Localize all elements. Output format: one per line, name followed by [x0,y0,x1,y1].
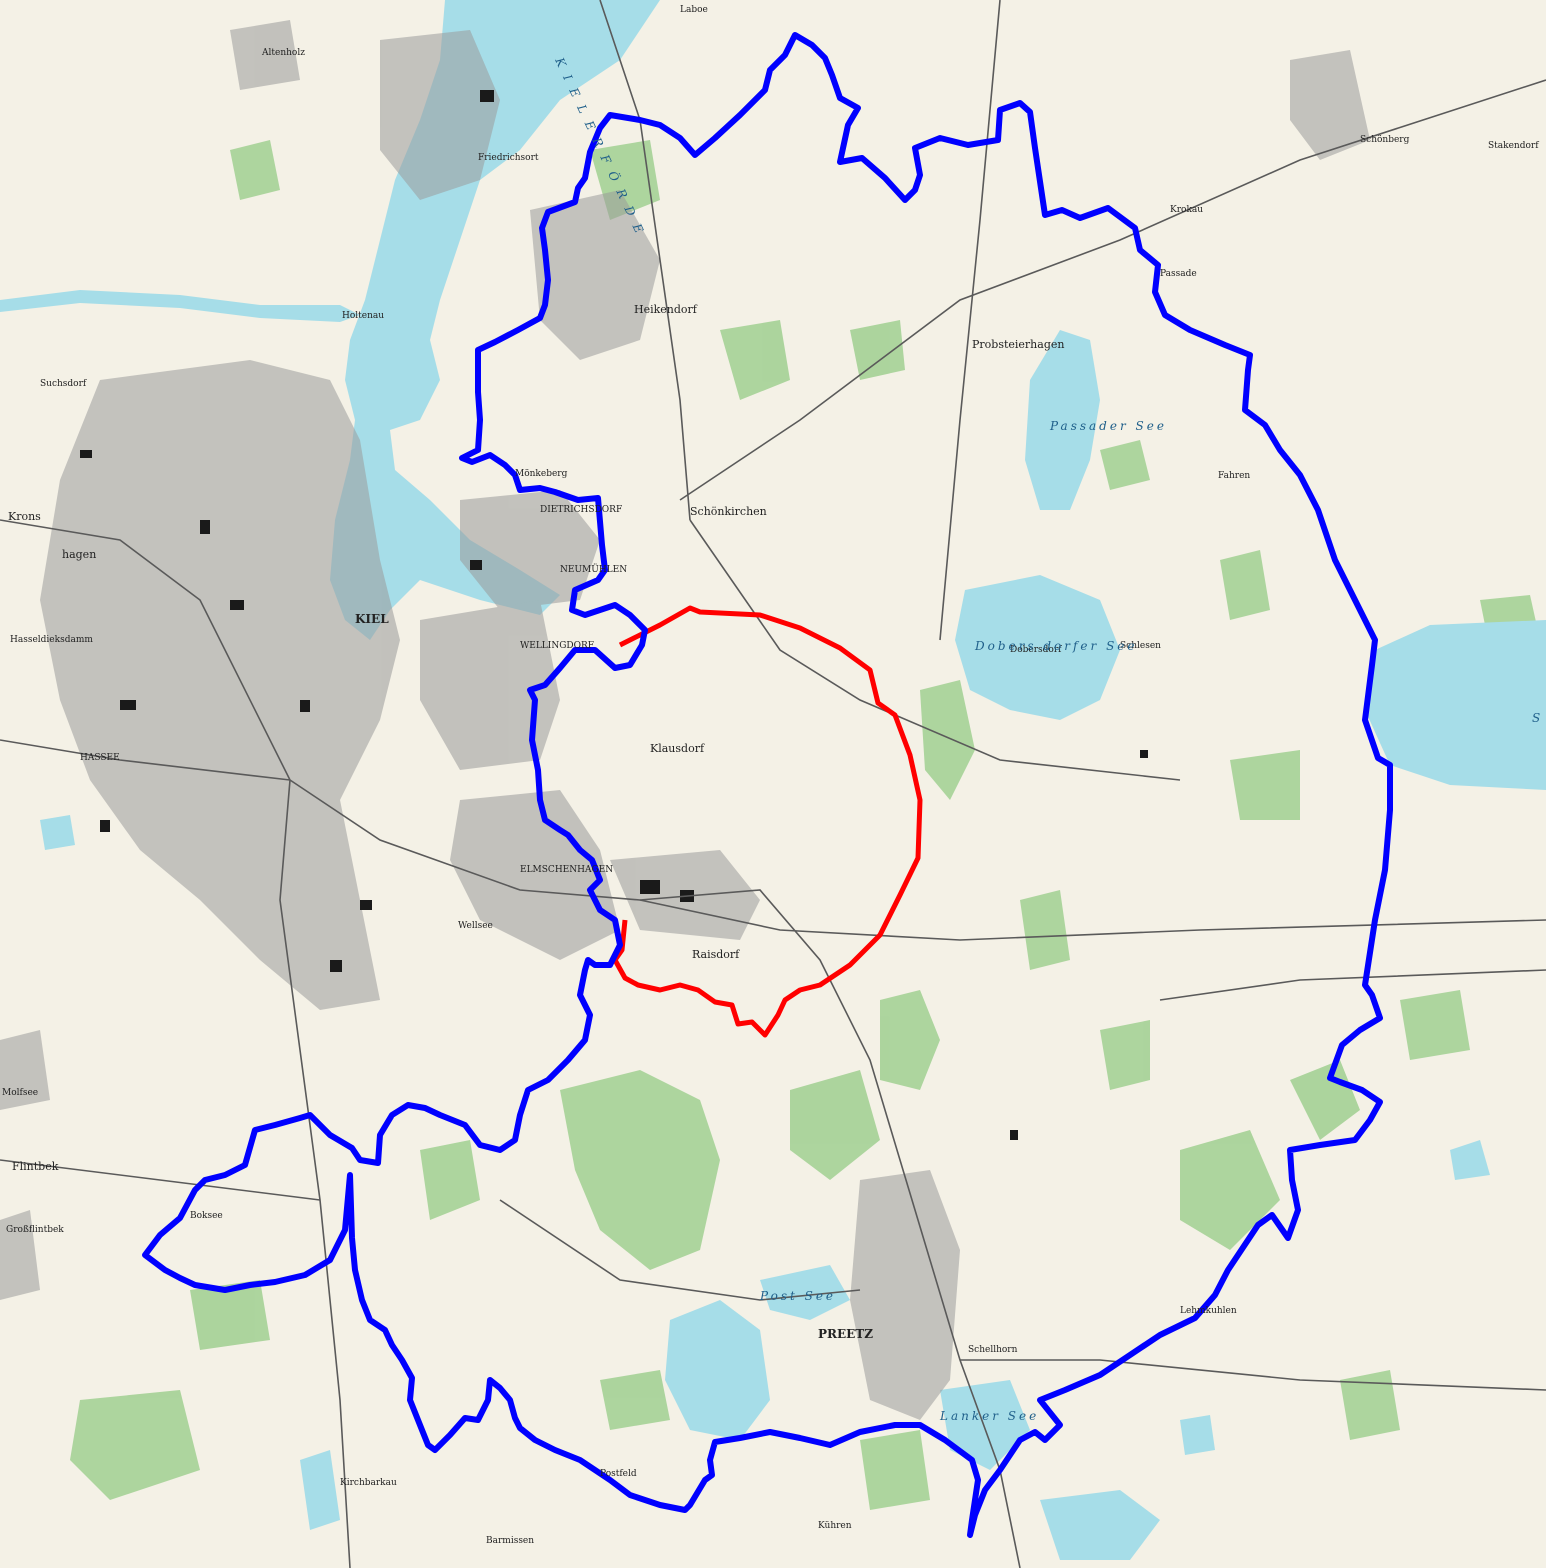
label-stakendorf: Stakendorf [1488,141,1539,151]
label-passade: Passade [1160,269,1197,279]
label-holtenau: Holtenau [342,311,384,321]
label-wellsee: Wellsee [458,921,493,931]
label-dobersdorfer-see: Dobers dorfer See [974,639,1138,653]
label-postfeld: Postfeld [600,1469,637,1479]
label-barmissen: Barmissen [486,1536,534,1546]
label-krokau: Krokau [1170,205,1203,215]
label-laboe: Laboe [680,5,708,15]
label-hagen: hagen [62,548,96,561]
label-raisdorf: Raisdorf [692,948,740,961]
passader-see-water [1025,330,1100,510]
label-neumuehlen: NEUMÜHLEN [560,563,627,575]
label-dietrichsdorf: DIETRICHSDORF [540,505,622,515]
label-boksee: Boksee [190,1211,223,1221]
label-hassee: HASSEE [80,753,120,763]
label-preetz: PREETZ [818,1327,873,1341]
label-suchsdorf: Suchsdorf [40,379,87,389]
south-see-water [1040,1490,1160,1560]
outer-boundary-blue [142,32,1393,1538]
label-post-see: Post See [759,1289,836,1303]
place-labels: KIEL PREETZ Heikendorf Schönkirchen Klau… [2,5,1539,1546]
label-moenkeberg: Mönkeberg [515,469,568,479]
label-altenholz: Altenholz [261,48,305,58]
label-klausdorf: Klausdorf [650,742,705,755]
label-hasseldieksdamm: Hasseldieksdamm [10,635,93,645]
label-wellingdorf: WELLINGDORF [520,641,594,651]
lanker-see-water [665,1300,770,1440]
label-probsteierhagen: Probsteierhagen [972,338,1064,351]
label-schlesen: Schlesen [1120,641,1161,651]
label-flintbek: Flintbek [12,1160,59,1173]
label-kiel: KIEL [355,612,389,626]
label-elmschenhagen: ELMSCHENHAGEN [520,865,613,875]
kanal-water [0,290,360,322]
label-fahren: Fahren [1218,471,1250,481]
inner-boundary-red [612,605,923,1038]
label-passader-see: Passader See [1049,419,1167,433]
label-schoenkirchen: Schönkirchen [690,505,767,518]
label-heikendorf: Heikendorf [634,303,698,316]
label-lanker-see: Lanker See [939,1409,1039,1423]
label-schoenberg: Schönberg [1360,135,1410,145]
label-grossflintbek: Großflintbek [6,1225,64,1235]
label-selenter-see: S [1532,711,1543,725]
post-see-water [760,1265,850,1320]
label-schellhorn: Schellhorn [968,1345,1018,1355]
label-molfsee: Molfsee [2,1088,38,1098]
urban-areas [0,20,1370,1420]
label-friedrichsort: Friedrichsort [478,153,539,163]
selenter-see-water [1365,620,1546,790]
buildings [80,90,1148,1140]
kleiner-see-water [940,1380,1030,1470]
label-kronshagen: Krons [8,510,41,523]
label-dobersdorf: Dobersdorf [1010,645,1062,655]
label-lehmkuhlen: Lehmkuhlen [1180,1306,1237,1316]
label-kuehren: Kühren [818,1521,852,1531]
label-kirchbarkau: Kirchbarkau [340,1478,397,1488]
dobersdorfer-see-water [955,575,1120,720]
